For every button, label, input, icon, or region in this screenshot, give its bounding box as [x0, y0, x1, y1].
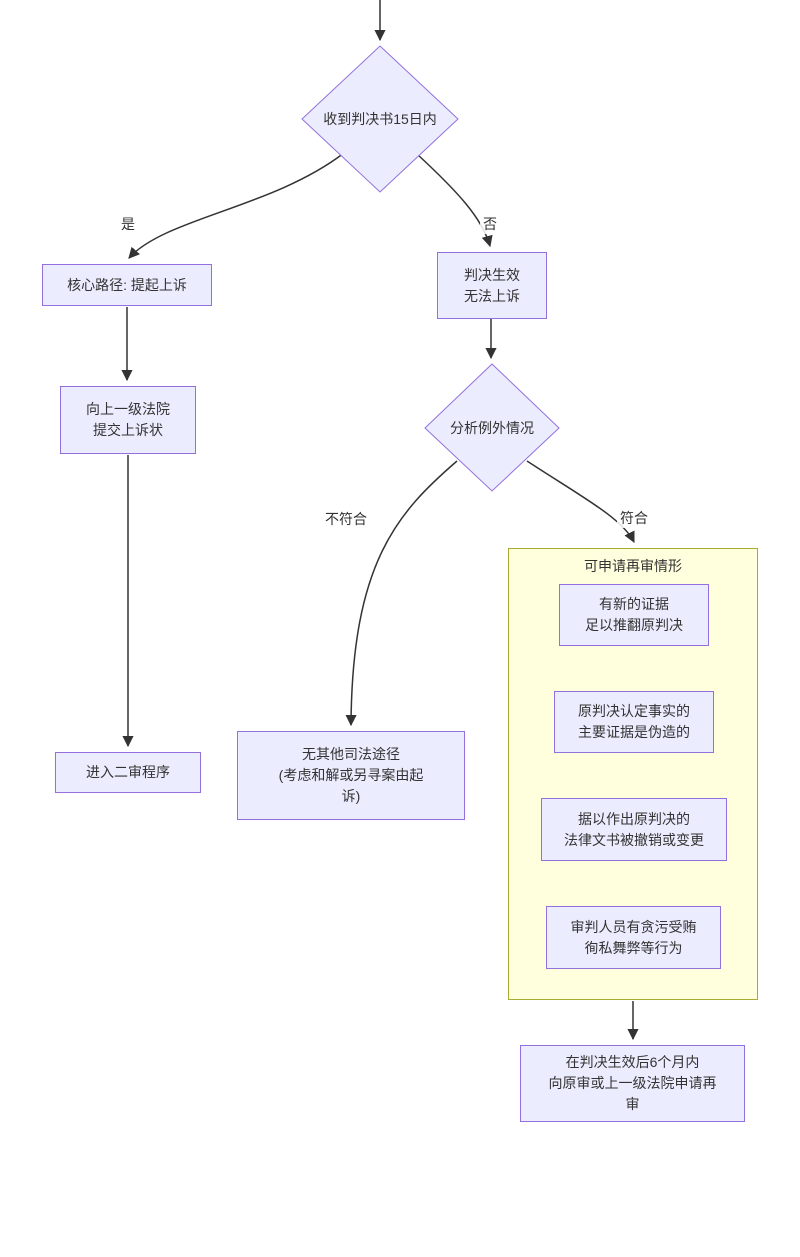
node-text: 原判决认定事实的 [578, 703, 690, 719]
edge-label-yes: 是 [118, 214, 138, 234]
node-text: 诉) [341, 788, 361, 804]
node-second-trial: 进入二审程序 [55, 752, 201, 793]
edge-label-not-match: 不符合 [322, 509, 370, 529]
retrial-group-title: 可申请再审情形 [584, 558, 682, 574]
node-text: 向上一级法院 [86, 401, 170, 417]
edge-no [416, 153, 493, 248]
node-text: 向原审或上一级法院申请再 [548, 1075, 717, 1091]
node-new-evidence: 有新的证据 足以推翻原判决 [559, 584, 709, 646]
node-apply-retrial: 在判决生效后6个月内 向原审或上一级法院申请再 审 [520, 1045, 745, 1122]
decision-analyze-exception-label: 分析例外情况 [450, 420, 534, 436]
node-text: 有新的证据 [599, 596, 669, 612]
node-text: 无法上诉 [464, 287, 520, 304]
node-forged-evidence: 原判决认定事实的 主要证据是伪造的 [554, 691, 714, 753]
node-text: (考虑和解或另寻案由起 [278, 767, 424, 783]
node-text: 徇私舞弊等行为 [584, 939, 683, 956]
edge-not-match [345, 460, 458, 727]
node-text: 审 [625, 1096, 640, 1112]
edge-yes [128, 152, 345, 259]
node-text: 进入二审程序 [86, 764, 170, 780]
node-text: 判决生效 [464, 266, 520, 283]
edge-label-no: 否 [480, 214, 500, 234]
node-text: 足以推翻原判决 [585, 617, 683, 633]
node-text: 法律文书被撤销或变更 [564, 831, 704, 848]
node-no-judicial-path: 无其他司法途径 (考虑和解或另寻案由起 诉) [237, 731, 465, 820]
decision-analyze-exception-shape [424, 363, 560, 492]
node-text: 核心路径: 提起上诉 [67, 276, 187, 293]
node-text: 提交上诉状 [93, 422, 163, 438]
node-file-appeal: 核心路径: 提起上诉 [42, 264, 212, 306]
node-text: 审判人员有贪污受贿 [570, 918, 697, 935]
decision-receive-judgment-label: 收到判决书15日内 [323, 111, 437, 127]
node-text: 无其他司法途径 [302, 746, 400, 762]
node-text: 在判决生效后6个月内 [565, 1054, 700, 1070]
node-submit-appeal-brief: 向上一级法院 提交上诉状 [60, 386, 196, 454]
edge-match [526, 460, 635, 544]
node-legal-document-revoked: 据以作出原判决的 法律文书被撤销或变更 [541, 798, 727, 861]
decision-receive-judgment-shape [301, 45, 459, 193]
edge-label-match: 符合 [617, 508, 651, 528]
node-judge-misconduct: 审判人员有贪污受贿 徇私舞弊等行为 [546, 906, 721, 969]
node-judgment-effective: 判决生效 无法上诉 [437, 252, 547, 319]
node-text: 主要证据是伪造的 [578, 724, 690, 740]
retrial-conditions-group: 可申请再审情形 有新的证据 足以推翻原判决 原判决认定事实的 主要证据是伪造的 … [508, 548, 758, 1000]
node-text: 据以作出原判决的 [578, 810, 690, 827]
